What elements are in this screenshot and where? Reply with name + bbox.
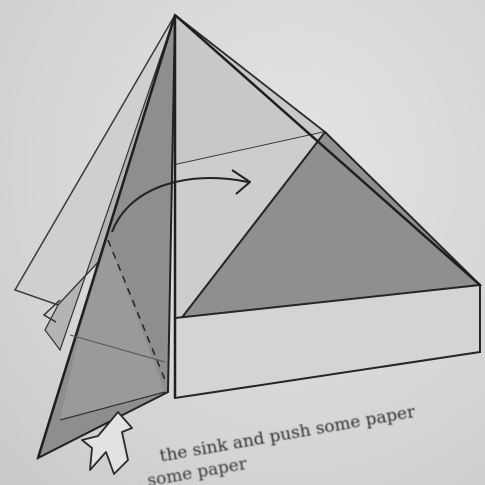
book-page: the sink and push some paper ... some pa… bbox=[0, 0, 485, 485]
